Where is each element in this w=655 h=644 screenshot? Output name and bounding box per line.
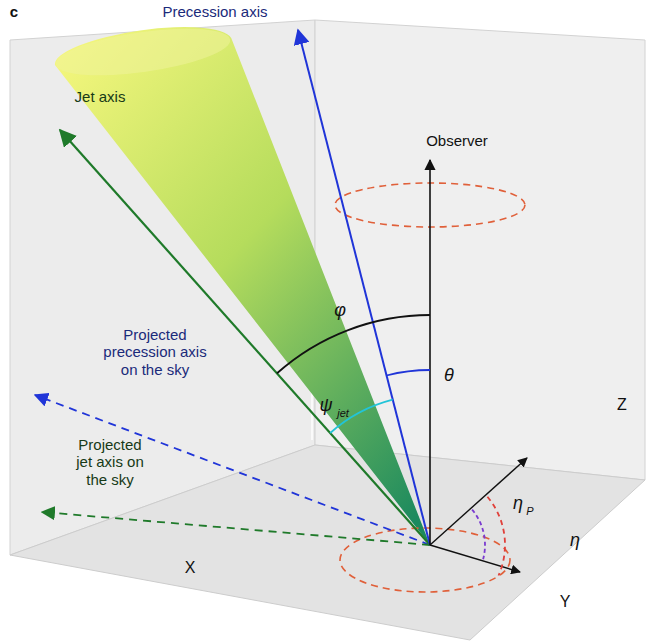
- theta-arc: [386, 370, 430, 375]
- angle-symbol: η: [570, 530, 580, 551]
- axis-name: Y: [560, 593, 571, 611]
- axis-label: Projected precession axis on the sky: [95, 326, 215, 378]
- angle-symbol: φ: [334, 300, 346, 321]
- sky-axis: [430, 458, 527, 545]
- axis-label: Observer: [426, 132, 488, 149]
- phi-arc: [277, 315, 430, 373]
- projected-jet-axis: [42, 512, 430, 545]
- precession-axis: [298, 30, 430, 545]
- panel-letter: c: [10, 3, 18, 20]
- observer-axis: [429, 160, 431, 545]
- angle-symbol: ψ: [319, 395, 332, 416]
- axis-label: Projected jet axis on the sky: [69, 436, 151, 488]
- eta-arc: [487, 497, 505, 576]
- axis-name: X: [185, 559, 196, 577]
- sky-axis: [430, 545, 520, 572]
- angle-subscript: jet: [337, 407, 349, 420]
- angle-subscript: P: [526, 505, 533, 518]
- axis-label: Jet axis: [75, 88, 126, 105]
- angle-symbol: η: [513, 493, 523, 514]
- jet-cone: [53, 20, 430, 545]
- axis-label: Precession axis: [162, 3, 267, 20]
- jet-axis: [60, 130, 430, 545]
- projected-precession-axis: [35, 395, 430, 545]
- eta-p-arc: [472, 510, 485, 560]
- box: [10, 20, 645, 640]
- psi-arc: [330, 400, 392, 433]
- axis-name: Z: [617, 396, 627, 414]
- angle-symbol: θ: [444, 365, 454, 386]
